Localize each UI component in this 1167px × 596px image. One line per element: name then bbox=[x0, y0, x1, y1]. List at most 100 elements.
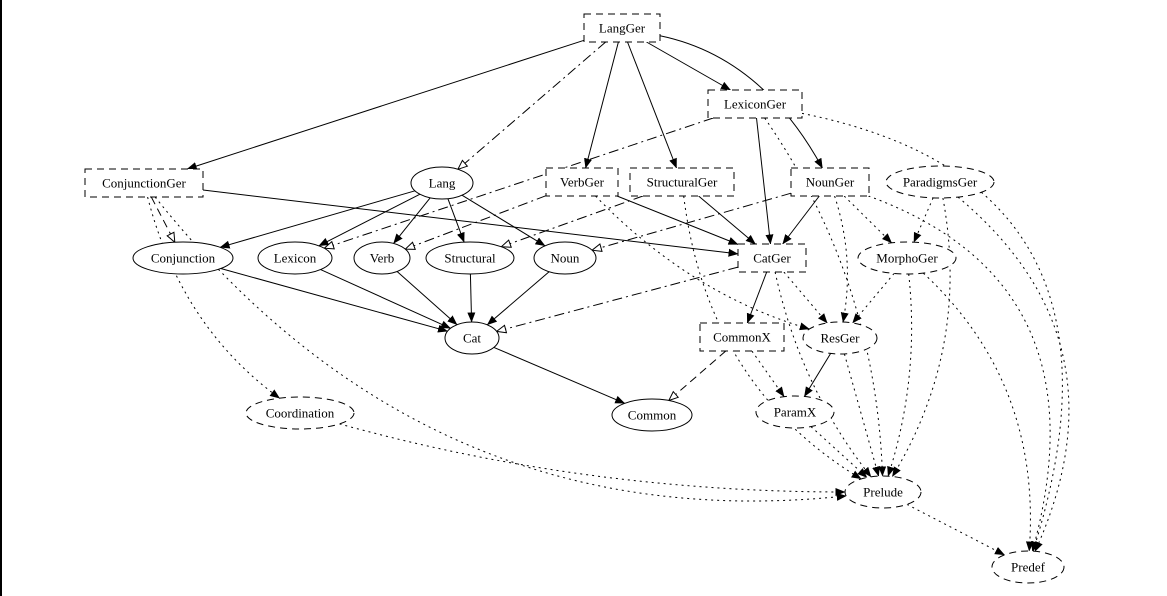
node-shape-Common bbox=[611, 398, 693, 432]
node-shape-Predef bbox=[991, 550, 1065, 584]
node-label-NounGer: NounGer bbox=[806, 175, 855, 190]
node-shape-ConjunctionGer bbox=[84, 168, 204, 198]
edge-CatGer-CommonX bbox=[746, 271, 768, 324]
node-shape-ParadigmsGer bbox=[885, 165, 995, 199]
node-label-VerbGer: VerbGer bbox=[560, 175, 605, 190]
node-label-Lang: Lang bbox=[429, 176, 456, 191]
edge-Prelude-Predef bbox=[906, 503, 1005, 556]
edge-LangGer-LexiconGer bbox=[646, 41, 731, 91]
edge-Verb-Cat bbox=[396, 271, 458, 326]
node-label-LangGer: LangGer bbox=[599, 21, 646, 36]
edge-NounGer-ResGer bbox=[834, 195, 849, 323]
node-Lexicon: Lexicon bbox=[257, 241, 333, 275]
node-shape-StructuralGer bbox=[629, 167, 735, 197]
node-LexiconGer: LexiconGer bbox=[707, 89, 803, 119]
node-Conjunction: Conjunction bbox=[132, 241, 234, 275]
edge-ConjunctionGer-CatGer bbox=[202, 189, 739, 257]
node-Structural: Structural bbox=[425, 241, 515, 275]
edge-Lang-Lexicon bbox=[318, 193, 421, 247]
node-shape-Prelude bbox=[844, 475, 922, 509]
edge-Lexicon-Cat bbox=[320, 269, 451, 329]
edge-ConjunctionGer-Conjunction bbox=[150, 196, 176, 244]
node-label-Coordination: Coordination bbox=[266, 406, 335, 421]
node-shape-LexiconGer bbox=[707, 89, 803, 119]
edge-LangGer-VerbGer bbox=[584, 41, 619, 169]
node-label-ParadigmsGer: ParadigmsGer bbox=[903, 175, 978, 190]
node-shape-Lang bbox=[410, 166, 474, 200]
edge-ParadigmsGer-Prelude bbox=[891, 197, 951, 477]
edge-VerbGer-ResGer bbox=[595, 195, 810, 331]
node-shape-VerbGer bbox=[545, 167, 619, 197]
edge-CatGer-Prelude bbox=[774, 271, 872, 478]
node-Lang: Lang bbox=[410, 166, 474, 200]
edge-LangGer-StructuralGer bbox=[627, 41, 677, 169]
edge-MorphoGer-Predef bbox=[922, 272, 1034, 552]
node-shape-Noun bbox=[533, 241, 597, 275]
node-shape-ParamX bbox=[755, 395, 835, 429]
node-label-LexiconGer: LexiconGer bbox=[724, 97, 787, 112]
node-Cat: Cat bbox=[444, 321, 500, 355]
edge-Structural-Cat bbox=[467, 273, 476, 323]
node-label-MorphoGer: MorphoGer bbox=[876, 251, 938, 266]
edge-layer bbox=[147, 35, 1070, 556]
node-label-Conjunction: Conjunction bbox=[151, 251, 216, 266]
edge-LexiconGer-Lexicon bbox=[323, 117, 714, 250]
node-shape-NounGer bbox=[790, 167, 870, 197]
node-label-ConjunctionGer: ConjunctionGer bbox=[102, 176, 186, 191]
node-MorphoGer: MorphoGer bbox=[857, 241, 957, 275]
edge-ResGer-Prelude bbox=[843, 353, 880, 477]
edge-CatGer-ResGer bbox=[783, 271, 828, 324]
edge-Coordination-Prelude bbox=[339, 423, 846, 497]
node-Verb: Verb bbox=[353, 241, 411, 275]
node-shape-Conjunction bbox=[132, 241, 234, 275]
edge-LangGer-ConjunctionGer bbox=[186, 39, 585, 170]
node-label-Prelude: Prelude bbox=[863, 485, 903, 500]
edge-ParamX-Prelude bbox=[810, 426, 868, 478]
edge-Conjunction-Cat bbox=[220, 268, 448, 333]
node-shape-Structural bbox=[425, 241, 515, 275]
node-label-StructuralGer: StructuralGer bbox=[647, 175, 718, 190]
node-label-Verb: Verb bbox=[370, 251, 395, 266]
node-LangGer: LangGer bbox=[583, 13, 661, 43]
edge-Lang-Conjunction bbox=[219, 190, 416, 249]
node-label-Cat: Cat bbox=[463, 331, 481, 346]
node-VerbGer: VerbGer bbox=[545, 167, 619, 197]
edge-ParadigmsGer-Predef bbox=[957, 196, 1070, 552]
node-label-Predef: Predef bbox=[1011, 560, 1046, 575]
node-label-Common: Common bbox=[628, 408, 677, 423]
node-label-CommonX: CommonX bbox=[713, 330, 771, 345]
edge-VerbGer-CatGer bbox=[616, 195, 739, 245]
node-shape-LangGer bbox=[583, 13, 661, 43]
edge-CatGer-Cat bbox=[495, 266, 739, 334]
node-shape-Verb bbox=[353, 241, 411, 275]
edge-ResGer-ParamX bbox=[803, 353, 832, 397]
edge-Cat-Common bbox=[493, 346, 626, 404]
edge-CommonX-Common bbox=[667, 350, 727, 402]
edge-NounGer-Noun bbox=[590, 192, 792, 252]
edge-MorphoGer-Prelude bbox=[887, 273, 913, 477]
node-Noun: Noun bbox=[533, 241, 597, 275]
node-ParamX: ParamX bbox=[755, 395, 835, 429]
edge-MorphoGer-ResGer bbox=[852, 273, 895, 324]
node-label-Structural: Structural bbox=[444, 251, 496, 266]
node-shape-Coordination bbox=[245, 396, 355, 430]
edge-LexiconGer-Prelude bbox=[764, 117, 887, 477]
edge-ParadigmsGer-MorphoGer bbox=[913, 197, 934, 243]
node-NounGer: NounGer bbox=[790, 167, 870, 197]
node-label-ResGer: ResGer bbox=[821, 331, 861, 346]
edge-NounGer-MorphoGer bbox=[843, 195, 892, 244]
edge-LexiconGer-CatGer bbox=[756, 117, 774, 245]
node-Prelude: Prelude bbox=[844, 475, 922, 509]
edge-Lang-Noun bbox=[461, 194, 546, 247]
node-label-ParamX: ParamX bbox=[774, 405, 817, 420]
node-shape-CatGer bbox=[737, 243, 807, 273]
node-CatGer: CatGer bbox=[737, 243, 807, 273]
node-shape-MorphoGer bbox=[857, 241, 957, 275]
node-shape-Lexicon bbox=[257, 241, 333, 275]
node-label-Lexicon: Lexicon bbox=[274, 251, 317, 266]
node-shape-Cat bbox=[444, 321, 500, 355]
edge-LangGer-Lang bbox=[456, 41, 607, 171]
node-shape-CommonX bbox=[699, 322, 785, 352]
node-ParadigmsGer: ParadigmsGer bbox=[885, 165, 995, 199]
